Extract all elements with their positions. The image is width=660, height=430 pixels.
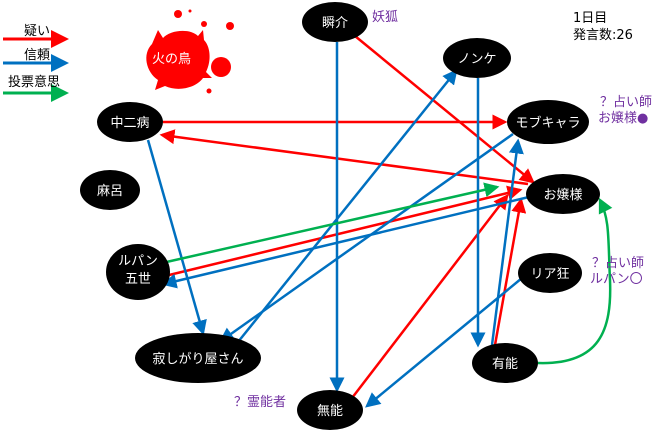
werefox-annotation: 妖狐	[372, 10, 399, 25]
edge-arrow	[490, 138, 524, 346]
player-node-shape	[526, 174, 600, 214]
player-name: 無能	[317, 404, 343, 419]
player-name: 有能	[492, 357, 518, 372]
player-node-mob[interactable]: モブキャラ	[507, 100, 589, 144]
player-name: リア狂	[530, 267, 569, 282]
player-name: ルパン	[118, 254, 158, 269]
player-name: 中二病	[110, 116, 149, 131]
medium-annotation: ？霊能者	[234, 395, 287, 410]
legend-label-vote: 投票意思	[8, 75, 61, 90]
edge-arrow	[351, 194, 509, 399]
edge-arrow	[354, 35, 535, 184]
edge-arrow	[161, 182, 500, 265]
player-node-shunsuke[interactable]: 瞬介	[302, 2, 368, 42]
edge-arrow	[218, 132, 514, 343]
player-node-nonke[interactable]: ノンケ	[443, 38, 511, 78]
player-node-shape	[302, 2, 368, 42]
player-node-muno[interactable]: 無能	[297, 390, 363, 430]
player-node-maro[interactable]: 麻呂	[80, 170, 140, 210]
player-node-shape	[106, 244, 170, 300]
edge-arrow	[161, 195, 530, 289]
player-node-shape	[443, 38, 511, 78]
player-node-chuni[interactable]: 中二病	[97, 102, 163, 142]
seer2-title: ？占い師	[592, 256, 645, 271]
player-node-yuno[interactable]: 有能	[472, 343, 538, 383]
day-label: 1日目	[573, 11, 608, 26]
player-name: モブキャラ	[515, 115, 580, 131]
legend-label-suspicion: 疑い	[24, 24, 51, 39]
edge-vote-yuno-ojou	[537, 197, 613, 365]
seer1-title: ？占い師	[600, 95, 653, 110]
player-node-shape	[518, 253, 582, 293]
edge-arrow	[159, 129, 529, 186]
player-node-shape	[97, 102, 163, 142]
edge-arrow	[493, 197, 527, 346]
edge-arrow	[146, 139, 207, 336]
player-node-riakyo[interactable]: リア狂	[518, 253, 582, 293]
seer2-result: ルパン〇	[590, 272, 643, 287]
player-node-shape	[507, 100, 589, 144]
player-node-sabishi[interactable]: 寂しがり屋さん	[135, 333, 261, 383]
legend-label-trust: 信頼	[24, 48, 51, 63]
edge-arrow	[365, 277, 523, 408]
player-node-shape	[135, 333, 261, 383]
player-node-shape	[80, 170, 140, 210]
player-name: 五世	[125, 272, 151, 287]
edge-arrow	[237, 69, 458, 343]
player-name: お嬢様	[543, 188, 582, 203]
player-name: 寂しがり屋さん	[152, 351, 243, 367]
edge-arrow	[164, 185, 523, 278]
player-name: 瞬介	[322, 16, 348, 31]
dead-player-label: 火の鳥	[152, 52, 192, 67]
player-name: ノンケ	[457, 52, 496, 67]
message-count: 発言数:26	[573, 28, 633, 43]
player-node-shape	[472, 343, 538, 383]
player-node-ojou[interactable]: お嬢様	[526, 174, 600, 214]
player-name: 麻呂	[97, 184, 123, 199]
dead-splash-icon	[146, 9, 234, 94]
seer1-result: お嬢様●	[598, 111, 649, 126]
player-node-shape	[297, 390, 363, 430]
